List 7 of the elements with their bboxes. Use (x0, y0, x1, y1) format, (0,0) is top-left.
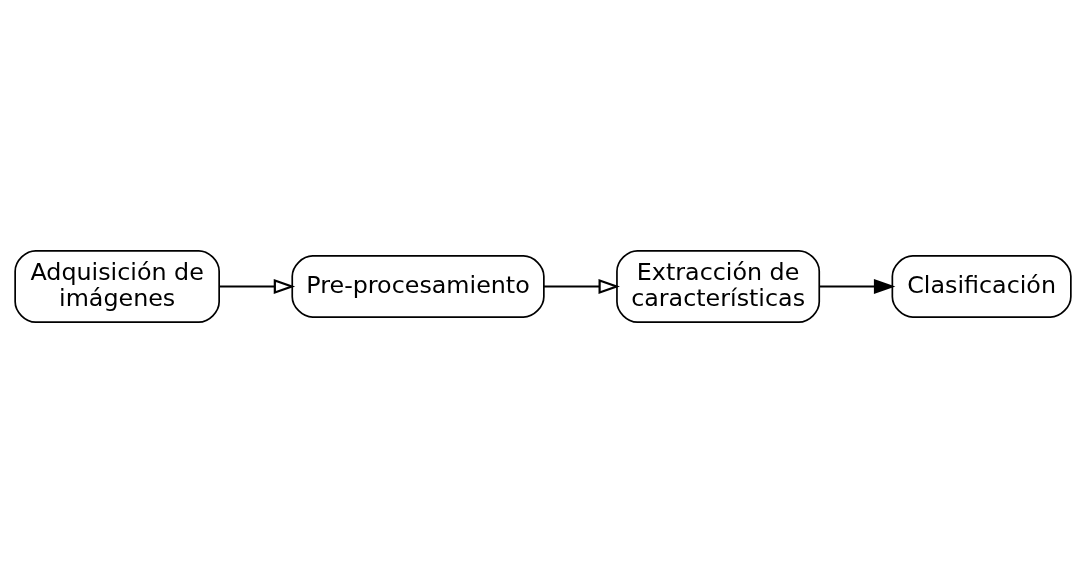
arrow (820, 279, 896, 294)
node-box: Extracción de características (616, 249, 821, 324)
node-box: Adquisición de imágenes (14, 249, 220, 324)
arrow (219, 279, 296, 294)
arrow (544, 279, 620, 294)
node-box: Pre-procesamiento (291, 255, 545, 318)
node-box: Clasificación (891, 255, 1072, 318)
